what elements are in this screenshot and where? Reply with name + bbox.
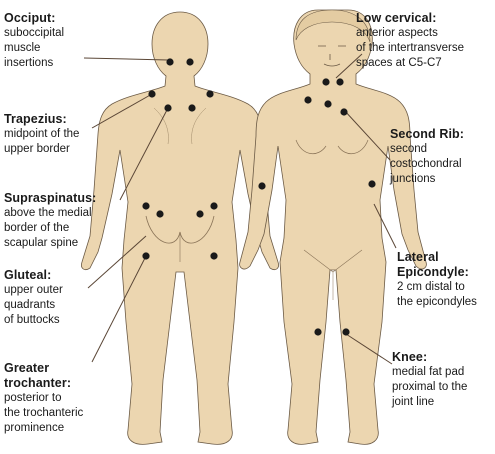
label-low-cervical: Low cervical: anterior aspects of the in…	[356, 11, 492, 71]
tender-point-marker	[188, 104, 195, 111]
tender-point-marker	[164, 104, 171, 111]
label-knee-title: Knee:	[392, 350, 492, 365]
label-second-rib-title: Second Rib:	[390, 127, 492, 142]
tender-point-marker	[166, 58, 173, 65]
label-occiput-desc: suboccipital muscle insertions	[4, 26, 114, 71]
label-lateral-epicondyle: Lateral Epicondyle: 2 cm distal to the e…	[397, 250, 493, 310]
tender-point-marker	[368, 180, 375, 187]
tender-point-marker	[142, 202, 149, 209]
label-supraspinatus-desc: above the medial border of the scapular …	[4, 206, 124, 251]
label-knee: Knee: medial fat pad proximal to the joi…	[392, 350, 492, 410]
tender-point-marker	[148, 90, 155, 97]
tender-point-marker	[206, 90, 213, 97]
label-greater-trochanter-title: Greater trochanter:	[4, 361, 114, 391]
tender-point-marker	[324, 100, 331, 107]
tender-point-marker	[322, 78, 329, 85]
label-supraspinatus: Supraspinatus: above the medial border o…	[4, 191, 124, 251]
tender-point-marker	[210, 252, 217, 259]
label-low-cervical-desc: anterior aspects of the intertransverse …	[356, 26, 492, 71]
tender-point-marker	[196, 210, 203, 217]
label-gluteal-desc: upper outer quadrants of buttocks	[4, 283, 114, 328]
tender-point-marker	[336, 78, 343, 85]
label-trapezius-title: Trapezius:	[4, 112, 114, 127]
label-second-rib-desc: second costochondral junctions	[390, 142, 492, 187]
tender-point-marker	[304, 96, 311, 103]
label-gluteal-title: Gluteal:	[4, 268, 114, 283]
label-lateral-epicondyle-desc: 2 cm distal to the epicondyles	[397, 280, 493, 310]
tender-point-marker	[342, 328, 349, 335]
label-supraspinatus-title: Supraspinatus:	[4, 191, 124, 206]
tender-point-marker	[156, 210, 163, 217]
label-occiput: Occiput: suboccipital muscle insertions	[4, 11, 114, 71]
label-occiput-title: Occiput:	[4, 11, 114, 26]
tender-point-marker	[186, 58, 193, 65]
tender-point-marker	[314, 328, 321, 335]
label-greater-trochanter: Greater trochanter: posterior to the tro…	[4, 361, 114, 436]
label-trapezius-desc: midpoint of the upper border	[4, 127, 114, 157]
label-second-rib: Second Rib: second costochondral junctio…	[390, 127, 492, 187]
tender-point-marker	[210, 202, 217, 209]
label-knee-desc: medial fat pad proximal to the joint lin…	[392, 365, 492, 410]
tender-point-marker	[340, 108, 347, 115]
tender-point-marker	[258, 182, 265, 189]
label-low-cervical-title: Low cervical:	[356, 11, 492, 26]
tender-point-marker	[142, 252, 149, 259]
label-lateral-epicondyle-title: Lateral Epicondyle:	[397, 250, 493, 280]
label-greater-trochanter-desc: posterior to the trochanteric prominence	[4, 391, 114, 436]
label-gluteal: Gluteal: upper outer quadrants of buttoc…	[4, 268, 114, 328]
label-trapezius: Trapezius: midpoint of the upper border	[4, 112, 114, 157]
